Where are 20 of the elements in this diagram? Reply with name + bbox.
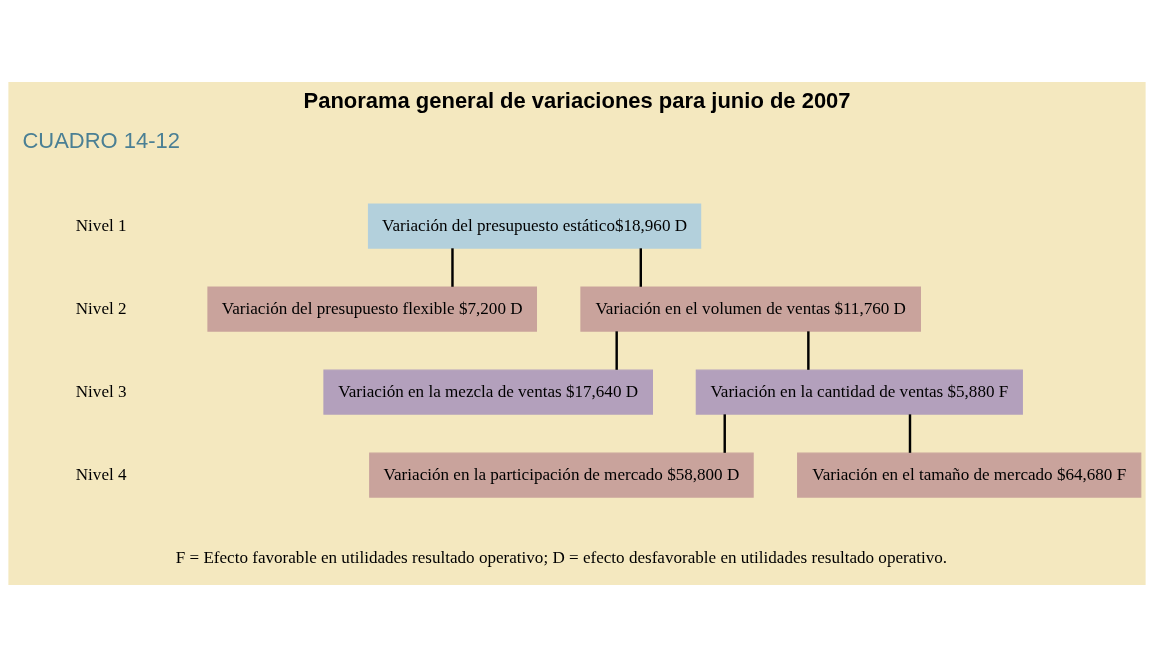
label: CUADRO 14-12: [22, 127, 180, 153]
connector: [908, 413, 912, 453]
connector: [451, 247, 454, 287]
label: Nivel 4: [75, 464, 127, 484]
node-box: Variación del presupuesto estático$18,960 D: [367, 203, 702, 249]
node-box: Variación en el volumen de ventas $11,760 D: [580, 286, 921, 332]
connector: [615, 330, 618, 370]
connector: [723, 413, 726, 453]
caption: F = Efecto favorable en utilidades resultado operativo; D = efecto desfavorable en utilidades resultado operativo.: [175, 547, 948, 567]
node-box: Variación en el tamaño de mercado $64,680 F: [797, 452, 1142, 498]
connector: [807, 330, 810, 370]
label: Nivel 1: [75, 215, 127, 235]
node-box: Variación en la mezcla de ventas $17,640 D: [323, 369, 653, 415]
node-box: Variación en la cantidad de ventas $5,880 F: [695, 369, 1023, 415]
node-box: Variación en la participación de mercado $58,800 D: [369, 452, 754, 498]
label: Nivel 3: [75, 381, 127, 401]
node-box: Variación del presupuesto flexible $7,200 D: [207, 286, 537, 332]
label: Nivel 2: [75, 298, 127, 318]
diagram-title: Panorama general de variaciones para junio de 2007: [303, 87, 851, 113]
connector: [639, 247, 642, 287]
